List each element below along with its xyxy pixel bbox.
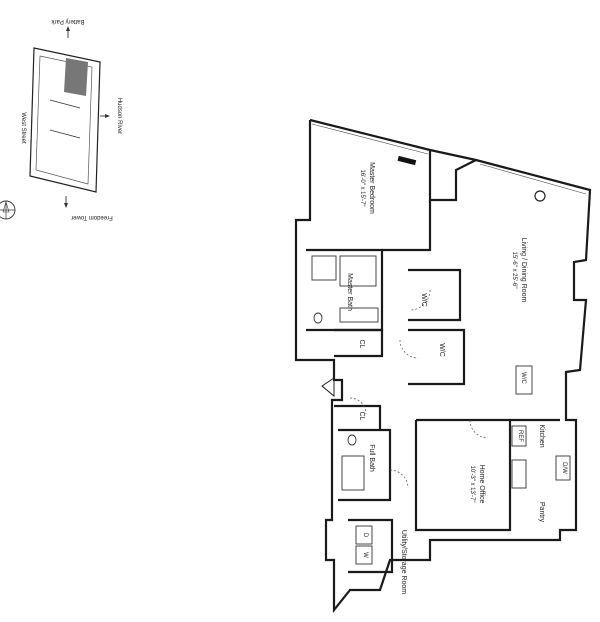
site-unit-highlight [64,58,88,96]
dryer-box [355,525,373,545]
battery-park-label: Battery Park [50,18,84,24]
utility-storage-label: Utility/Storage Room [400,530,407,594]
home-office-dims: 10'-3" x 13'-7" [469,466,475,503]
wic-2-label: W/C [438,343,445,357]
radiator-block [397,155,417,166]
shower-icon [339,255,377,287]
dryer-label: D [362,533,368,538]
door-swing-1 [409,289,431,311]
master-bedroom-dims: 16'-0" x 15'-7" [359,170,365,207]
wall-cl-1 [334,328,384,358]
room-labels: Master Bedroom 16'-0" x 15'-7" Living / … [346,162,567,594]
wall-bed-living [428,150,477,202]
living-dining-label: Living / Dining Room [520,238,527,303]
wall-wic-1 [408,268,462,322]
window-master [311,123,429,155]
wic-1-label: W/C [420,293,427,307]
vanity-icon [339,307,379,323]
full-bath-label: Full Bath [368,444,375,472]
door-swing-4 [389,469,409,489]
wic-3-label: W/C [520,372,526,384]
site-building-outline [29,47,101,193]
window-living [479,163,587,195]
home-office-label: Home Office [478,465,485,504]
cl-2-label: CL [358,412,365,421]
dw-box [555,455,571,481]
kitchen-label: Kitchen [538,424,545,447]
exterior-wall [294,118,592,614]
ref-box [511,425,527,447]
wall-wic-2 [408,328,466,386]
tub-icon [311,255,337,281]
door-swing-5 [469,419,489,439]
door-swing-2 [399,339,419,359]
master-bath-label: Master Bath [346,273,353,311]
wall-full-bath [338,428,392,502]
site-line-2 [49,129,81,139]
toilet-icon [313,312,323,324]
stove-icon [511,459,527,489]
wall-utility-appliances [348,518,394,574]
column-circle [534,190,546,202]
washer-label: W [362,552,368,558]
pantry-label: Pantry [538,502,545,523]
north-compass-icon [0,200,16,220]
cl-1-label: CL [358,340,365,349]
freedom-tower-label: Freedom Tower [71,214,113,220]
washer-box [355,545,373,565]
arrow-right-head-icon [105,114,110,118]
dw-label: D/W [561,462,567,474]
wall-master-bath [306,248,384,332]
arrow-up-head-icon [66,26,70,31]
west-street-label: West Street [20,112,26,144]
ref-label: REF [517,430,523,442]
arrow-down-head-icon [64,203,68,208]
entry-marker-icon [321,377,335,398]
living-dining-dims: 15'-6" x 25'-6" [511,252,517,289]
wall-bed-bath-top [382,200,432,252]
toilet-2-icon [347,434,357,446]
site-line-1 [49,99,81,109]
hudson-river-label: Hudson River [116,98,122,134]
wall-cl-2 [334,404,382,430]
apartment-walls [294,118,592,614]
door-swing-3 [349,397,367,415]
site-key-plan: Battery Park Hudson River West Street Fr… [0,18,122,220]
wic-closet-box [515,365,533,395]
tub-2-icon [341,455,365,491]
wall-home-office [414,418,512,532]
master-bedroom-label: Master Bedroom [368,162,375,214]
